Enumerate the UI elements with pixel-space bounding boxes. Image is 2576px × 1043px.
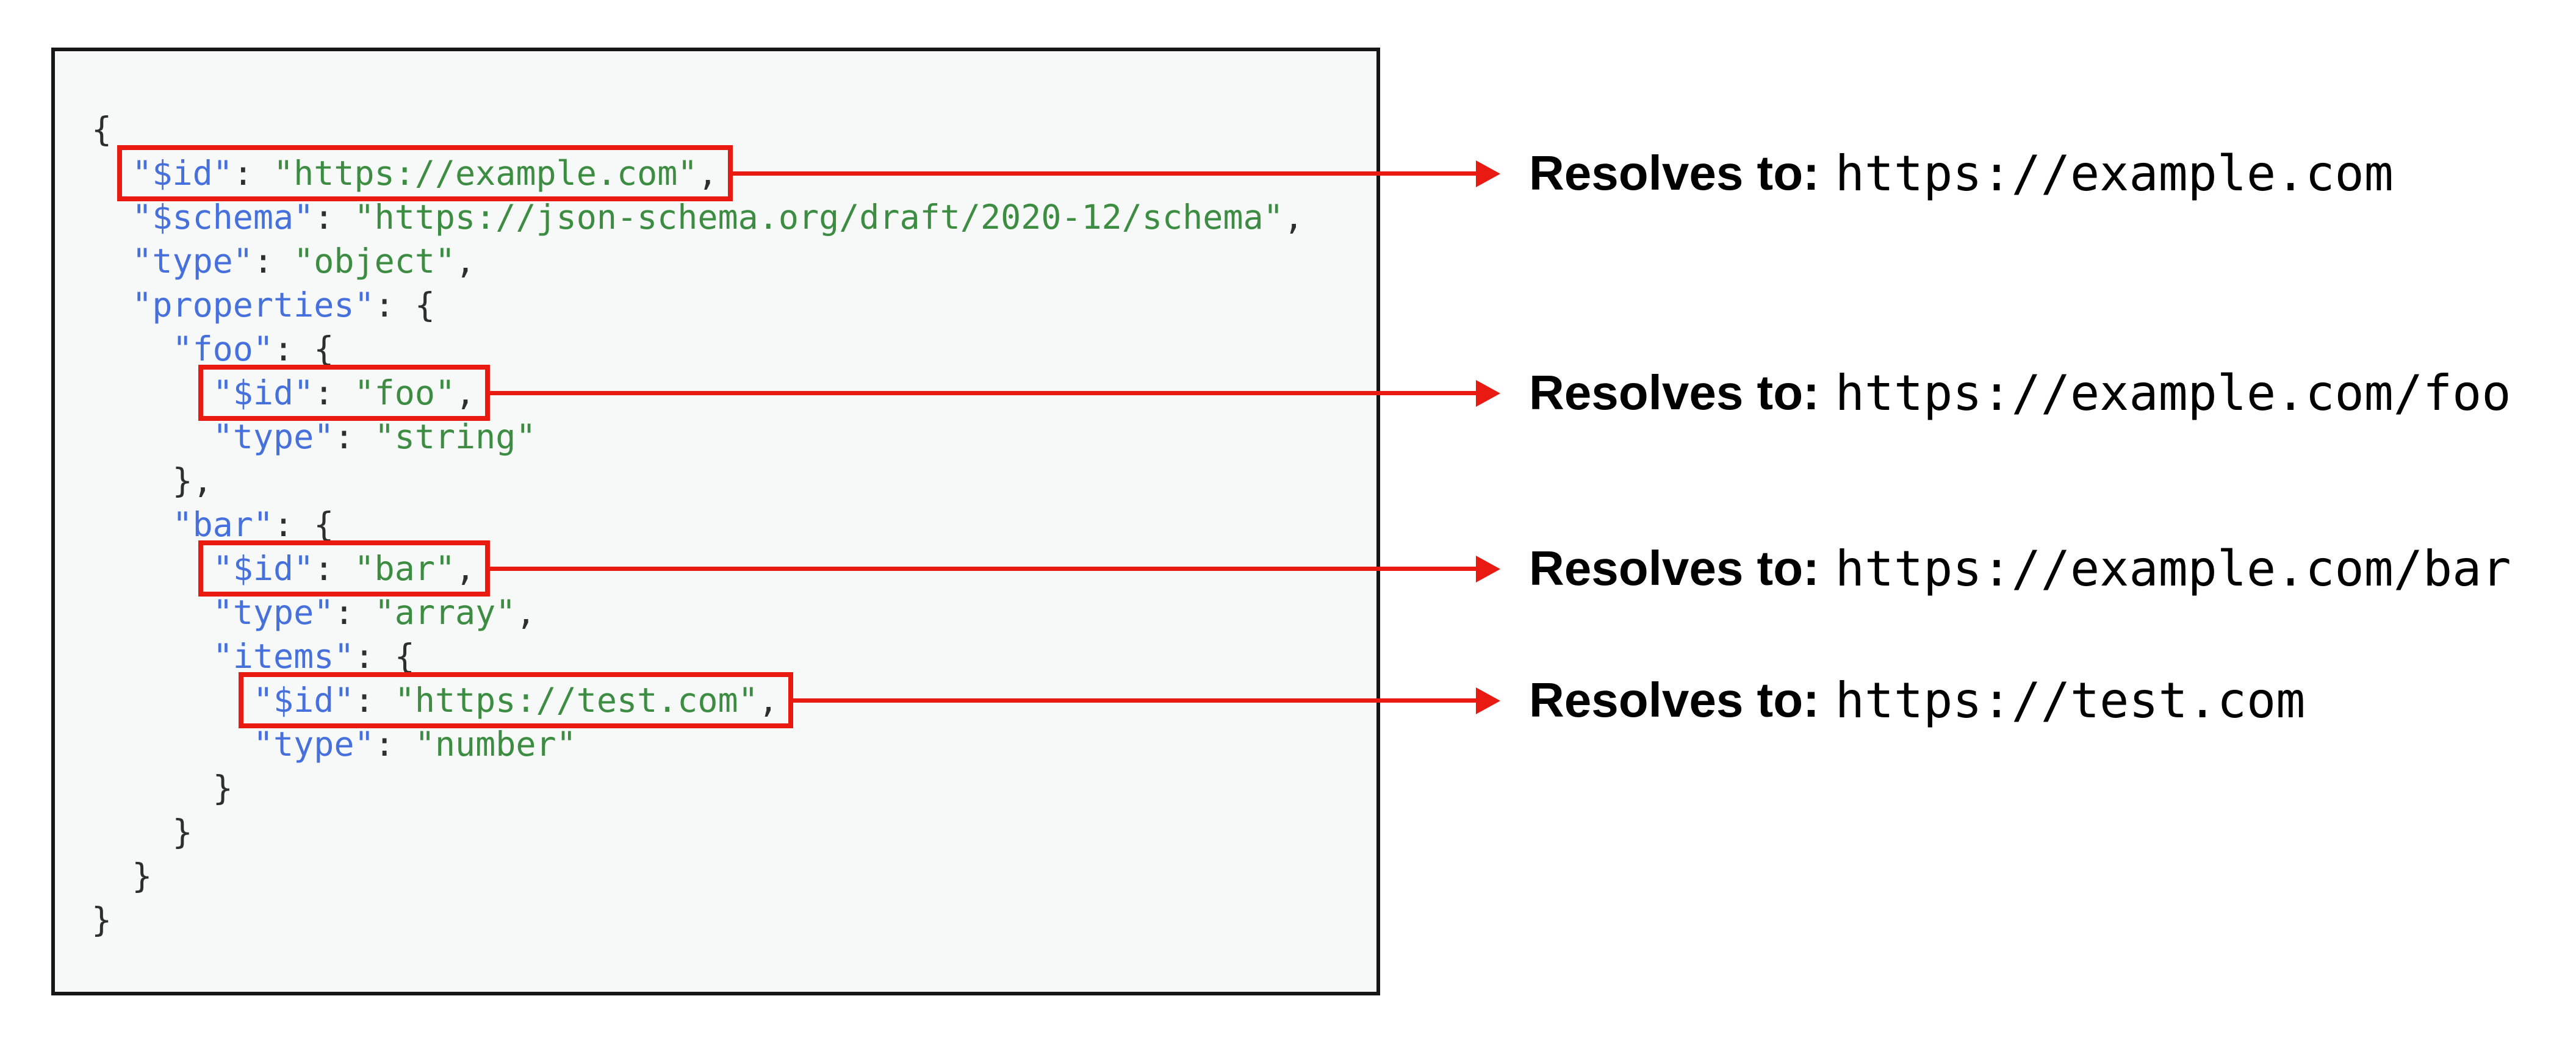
code-line: "type": "array",	[212, 593, 536, 632]
code-line: "$id": "https://test.com",	[92, 678, 1304, 722]
code-block: { "$id": "https://example.com", "$schema…	[51, 48, 1380, 995]
code-line: }	[212, 769, 233, 808]
annotation-value: https://example.com	[1835, 145, 2394, 202]
code-line: }	[92, 900, 112, 939]
code-line: "foo": {	[172, 329, 334, 368]
code-line: "$id": "bar",	[92, 547, 1304, 590]
arrow-connector-3	[490, 567, 1476, 571]
annotation-value: https://example.com/foo	[1835, 364, 2511, 421]
code-line: }	[172, 812, 193, 851]
code-line: },	[172, 461, 213, 500]
annotation-2: Resolves to: https://example.com/foo	[1529, 362, 2511, 423]
annotation-label: Resolves to:	[1529, 365, 1819, 420]
annotation-label: Resolves to:	[1529, 541, 1819, 595]
code-line: "$id": "https://example.com",	[92, 151, 1304, 195]
annotation-value: https://example.com/bar	[1835, 540, 2511, 597]
code-line: "$id": "foo",	[92, 371, 1304, 415]
code-line: "type": "string"	[212, 417, 536, 456]
highlight-box: "$id": "bar",	[212, 549, 476, 588]
annotation-value: https://test.com	[1835, 672, 2306, 729]
highlight-box: "$id": "foo",	[212, 373, 476, 412]
code-line: "items": {	[212, 637, 415, 676]
highlight-box: "$id": "https://example.com",	[132, 154, 718, 193]
annotation-label: Resolves to:	[1529, 146, 1819, 200]
arrow-connector-4	[793, 698, 1476, 703]
code-line: "properties": {	[132, 285, 435, 324]
json-code: { "$id": "https://example.com", "$schema…	[92, 107, 1304, 942]
annotation-4: Resolves to: https://test.com	[1529, 670, 2305, 731]
code-line: "bar": {	[172, 505, 334, 544]
arrow-connector-2	[490, 391, 1476, 395]
annotation-1: Resolves to: https://example.com	[1529, 143, 2394, 204]
code-line: "type": "object",	[132, 242, 476, 281]
code-line: "$schema": "https://json-schema.org/draf…	[132, 198, 1304, 237]
arrow-connector-1	[732, 171, 1476, 176]
code-line: }	[132, 856, 153, 895]
code-line: {	[92, 110, 112, 149]
highlight-box: "$id": "https://test.com",	[253, 681, 779, 720]
code-line: "type": "number"	[253, 725, 577, 764]
annotation-label: Resolves to:	[1529, 673, 1819, 727]
annotation-3: Resolves to: https://example.com/bar	[1529, 538, 2511, 599]
